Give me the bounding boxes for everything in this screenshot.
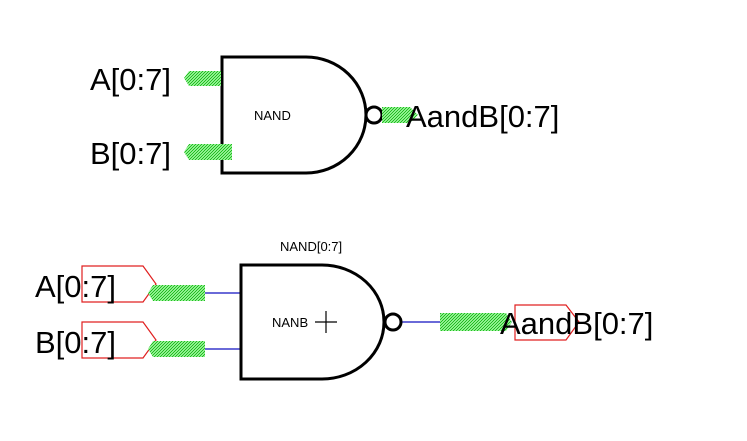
gate-type-label: NAND xyxy=(254,108,291,123)
output-label: AandB[0:7] xyxy=(406,99,559,134)
pin-a-highlight[interactable] xyxy=(184,71,221,86)
crosshair-cursor-icon xyxy=(315,311,337,333)
wire-a-highlight xyxy=(148,285,205,301)
instance-input-a-label: A[0:7] xyxy=(35,269,116,304)
instance-gate-type-label: NANB xyxy=(272,315,308,330)
input-b-label: B[0:7] xyxy=(90,136,171,171)
nand-symbol-bubble xyxy=(364,105,384,125)
input-a-label: A[0:7] xyxy=(90,62,171,97)
instance-output-label: AandB[0:7] xyxy=(500,306,653,341)
instance-input-b-label: B[0:7] xyxy=(35,325,116,360)
pin-b-highlight[interactable] xyxy=(184,144,232,160)
wire-b-highlight xyxy=(148,341,205,357)
nand-symbol[interactable]: NAND A[0:7] B[0:7] AandB[0:7] xyxy=(90,55,559,175)
nand-symbol-body xyxy=(220,55,368,175)
instance-name-label: NAND[0:7] xyxy=(280,239,342,254)
port-out-marker[interactable] xyxy=(514,304,580,341)
nand-instance-body xyxy=(239,263,386,381)
pin-out-highlight[interactable] xyxy=(382,107,418,123)
nand-instance-bubble xyxy=(383,312,403,332)
wire-out-highlight xyxy=(440,313,512,331)
nand-instance[interactable]: NAND[0:7] NANB xyxy=(35,239,653,381)
